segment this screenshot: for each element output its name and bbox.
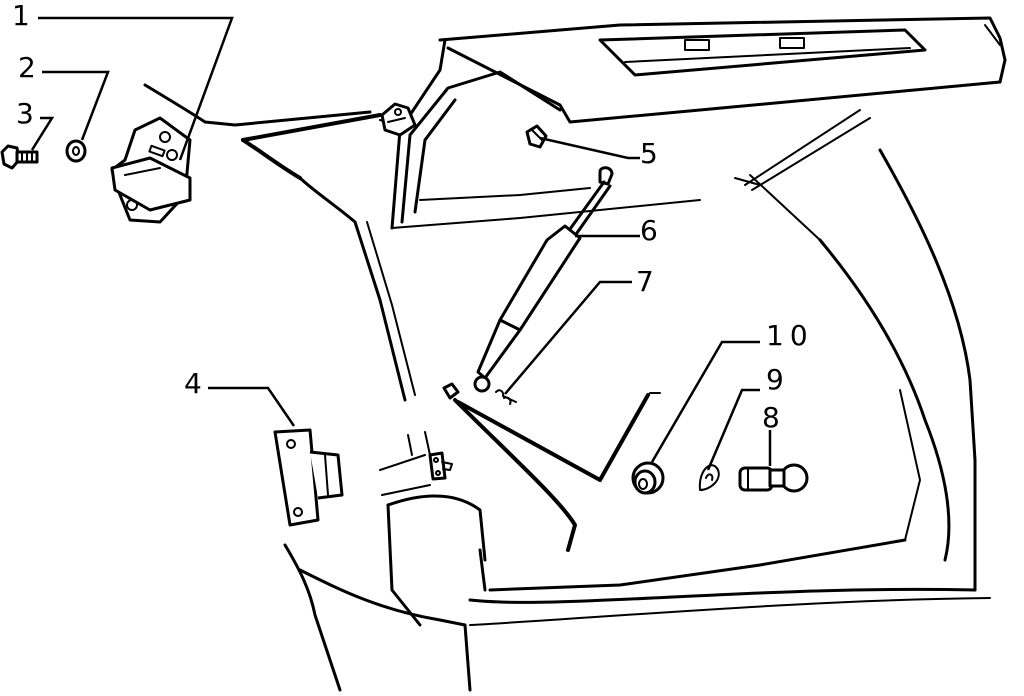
leader-line-2 [42,70,110,141]
callout-2: 2 [18,51,42,84]
callout-4: 4 [184,367,208,400]
callout-9: 9 [766,363,790,396]
leader-line-4 [208,386,296,427]
leader-lines [30,16,772,471]
gas-strut-part [473,166,614,393]
spring-clip-part [698,464,720,491]
leader-line-7 [504,280,632,395]
vehicle-body-outline [143,16,1007,692]
grommet-part [631,461,665,495]
callout-1: 1 [12,0,36,32]
striker-plate-part [273,428,344,527]
washer-part [65,139,87,163]
ball-stud-part [442,382,460,400]
leader-line-3 [30,116,55,151]
bolt-part [0,144,39,170]
bump-stop-part [525,124,548,149]
body-striker-part [428,451,453,481]
leader-line-10 [650,340,760,463]
leader-line-1 [38,16,234,161]
callout-10: 10 [766,319,814,352]
hinge-bracket-part [380,102,417,137]
ball-joint-stud-part [738,463,809,493]
callout-5: 5 [640,137,664,170]
callout-8: 8 [762,401,786,434]
retaining-clip-part [495,389,517,405]
lock-mechanism-part [110,116,192,224]
leader-line-5 [539,136,640,160]
callout-3: 3 [16,97,40,130]
callout-7: 7 [636,265,660,298]
leader-line-9 [706,388,760,471]
callout-6: 6 [640,214,664,247]
